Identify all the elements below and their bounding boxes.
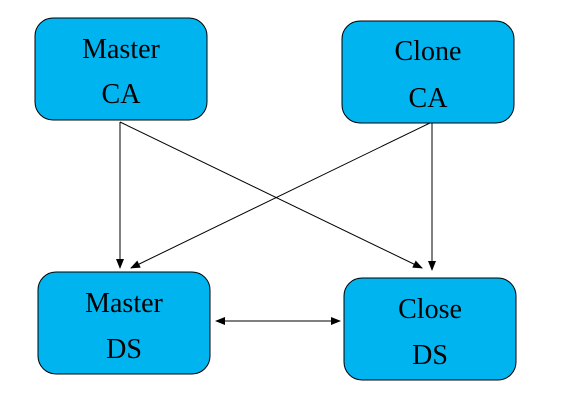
node-clone-ca: Clone CA xyxy=(341,20,515,124)
node-label-line1: Master xyxy=(85,288,163,319)
node-label-line1: Master xyxy=(82,34,160,65)
edge-master-ca-to-clone-ds xyxy=(119,121,423,269)
node-master-ca: Master CA xyxy=(34,17,208,121)
node-label-line2: CA xyxy=(409,83,449,114)
node-label-line2: DS xyxy=(106,334,142,365)
node-box xyxy=(341,20,515,124)
node-label-line2: DS xyxy=(412,340,448,371)
edges xyxy=(116,121,436,325)
node-box xyxy=(37,271,211,375)
node-label-line1: Clone xyxy=(395,36,462,67)
node-master-ds: Master DS xyxy=(37,271,211,375)
edge-clone-ca-to-master-ds xyxy=(130,121,433,269)
node-clone-ds: Close DS xyxy=(343,277,517,381)
node-box xyxy=(343,277,517,381)
node-box xyxy=(34,17,208,121)
node-label-line1: Close xyxy=(398,294,462,325)
node-label-line2: CA xyxy=(102,79,142,110)
